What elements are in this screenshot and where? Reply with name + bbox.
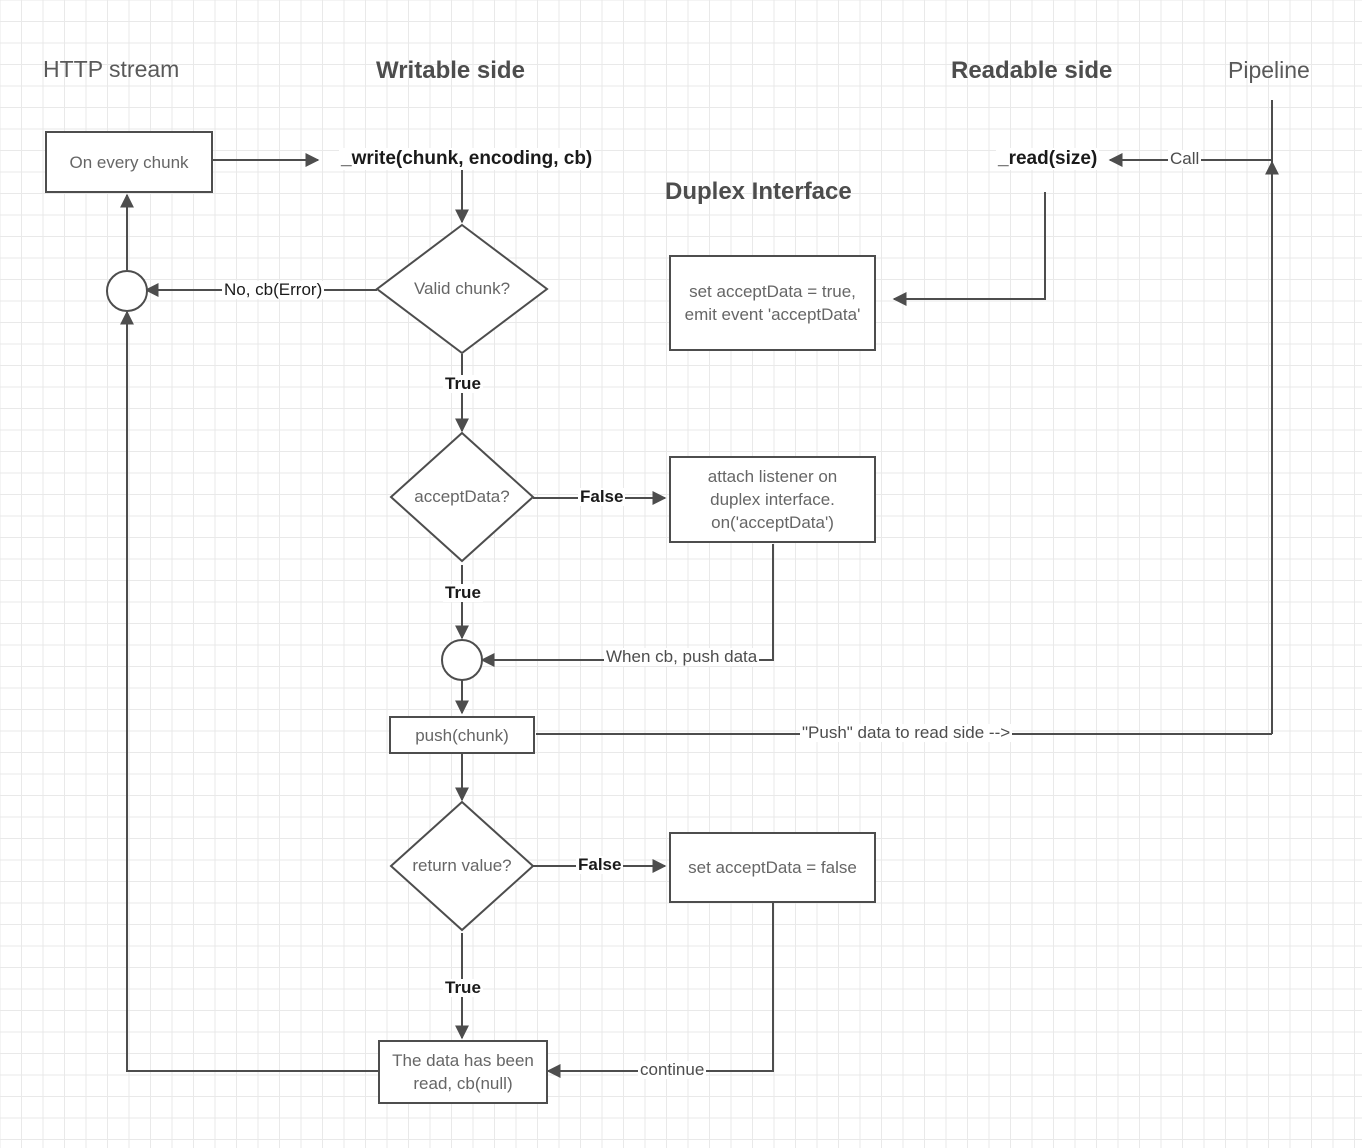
edge-label-false-accept-data: False — [578, 487, 626, 506]
edge-label-no-cb-error: No, cb(Error) — [222, 280, 325, 299]
node-on-every-chunk-label: On every chunk — [69, 152, 189, 172]
lane-title-readable-side: Readable side — [951, 57, 1113, 84]
edge-label-true-accept-data: True — [443, 583, 483, 602]
lane-title-http-stream: HTTP stream — [43, 56, 180, 82]
node-data-has-been-read-line1: The data has been — [392, 1051, 534, 1070]
node-valid-chunk[interactable]: Valid chunk? — [377, 225, 547, 353]
node-set-accept-data-true-line2: emit event 'acceptData' — [684, 305, 861, 324]
merge-connector-error — [106, 270, 148, 312]
node-on-every-chunk[interactable]: On every chunk — [45, 131, 213, 193]
edge-read-to-setaccept — [892, 192, 1046, 306]
edge-label-continue: continue — [638, 1060, 707, 1079]
api-label-read: _read(size) — [996, 148, 1100, 170]
node-return-value[interactable]: return value? — [391, 802, 533, 930]
node-push-chunk[interactable]: push(chunk) — [389, 716, 535, 754]
node-attach-listener[interactable]: attach listener on duplex interface. on(… — [669, 456, 876, 543]
edge-label-push-data-to-read-side: "Push" data to read side --> — [800, 723, 1013, 742]
node-data-has-been-read-line2: read, cb(null) — [413, 1074, 513, 1093]
edge-dataread-to-merge — [120, 310, 378, 1072]
diagram-title-duplex-interface: Duplex Interface — [665, 178, 852, 205]
node-push-chunk-label: push(chunk) — [415, 725, 509, 745]
node-attach-listener-line2: duplex interface. — [710, 490, 835, 509]
node-data-has-been-read[interactable]: The data has been read, cb(null) — [378, 1040, 548, 1104]
node-attach-listener-line3: on('acceptData') — [711, 513, 834, 532]
node-return-value-label: return value? — [412, 856, 512, 875]
api-label-write: _write(chunk, encoding, cb) — [339, 148, 595, 170]
node-accept-data-label: acceptData? — [414, 487, 510, 506]
node-set-accept-data-true-line1: set acceptData = true, — [689, 282, 856, 301]
edge-continue — [546, 903, 774, 1078]
edge-label-when-cb-push-data: When cb, push data — [604, 647, 760, 666]
node-valid-chunk-label: Valid chunk? — [413, 279, 511, 298]
node-set-accept-data-true[interactable]: set acceptData = true, emit event 'accep… — [669, 255, 876, 351]
edge-label-true-valid-chunk: True — [443, 374, 483, 393]
lane-title-pipeline: Pipeline — [1228, 57, 1310, 83]
node-set-accept-data-false-label: set acceptData = false — [688, 858, 857, 877]
merge-connector-push — [441, 639, 483, 681]
node-attach-listener-line1: attach listener on — [707, 467, 838, 486]
edge-label-call: Call — [1168, 149, 1202, 168]
edge-label-false-return-value: False — [576, 855, 624, 874]
edge-label-true-return-value: True — [443, 978, 483, 997]
lane-title-writable-side: Writable side — [376, 57, 525, 84]
edge-attach-to-merge — [480, 544, 774, 667]
node-set-accept-data-false[interactable]: set acceptData = false — [669, 832, 876, 903]
node-accept-data[interactable]: acceptData? — [391, 433, 533, 561]
